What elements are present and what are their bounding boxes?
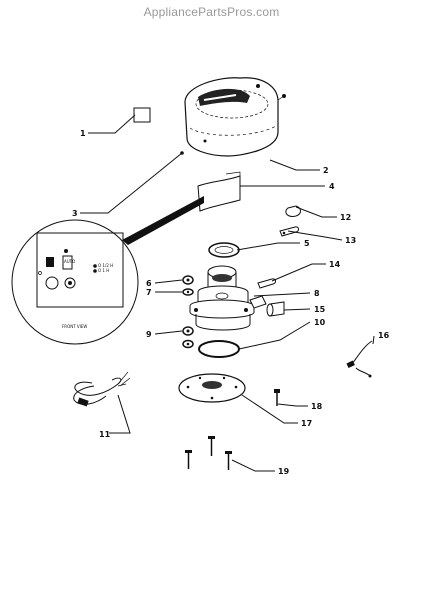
watermark: AppliancePartsPros.com: [143, 5, 280, 19]
callout-labels: 1 2 3 4 5 6 7 8 9 10 11 12 13 14 15 16 1…: [72, 129, 390, 476]
callout-13: 13: [345, 236, 356, 245]
part-10-o-ring: [198, 340, 240, 358]
leader-lines: [80, 114, 375, 472]
part-6-nut: [182, 275, 194, 285]
callout-10: 10: [314, 318, 326, 327]
callout-3: 3: [72, 209, 78, 218]
part-9-nut: [182, 326, 194, 349]
callout-1: 1: [80, 129, 86, 138]
callout-18: 18: [311, 402, 323, 411]
callout-6: 6: [146, 279, 152, 288]
part-17-base-plate: [178, 373, 246, 403]
part-14-terminal: [257, 278, 276, 289]
part-2-top-housing: [180, 77, 286, 157]
callout-11: 11: [99, 430, 111, 439]
part-19-screws: [185, 436, 232, 470]
callout-19: 19: [278, 467, 290, 476]
callout-5: 5: [304, 239, 310, 248]
callout-4: 4: [329, 182, 335, 191]
callout-9: 9: [146, 330, 152, 339]
part-15-capacitor: [266, 301, 285, 317]
callout-16: 16: [378, 331, 390, 340]
part-16-switch: [346, 340, 373, 378]
callout-17: 17: [301, 419, 312, 428]
callout-8: 8: [314, 289, 320, 298]
callout-14: 14: [329, 260, 341, 269]
part-7-washer: [182, 288, 194, 296]
part-1-square: [133, 107, 151, 123]
callout-2: 2: [323, 166, 329, 175]
part-18-screw: [274, 389, 280, 406]
panel-caption: FRONT VIEW: [62, 324, 87, 329]
panel-legend-1: O 1/2 H: [98, 263, 113, 268]
panel-legend-2: O 1 H: [98, 268, 109, 273]
part-4-bracket: [122, 171, 241, 245]
callout-15: 15: [314, 305, 326, 314]
part-11-power-cord: [73, 371, 131, 407]
part-5-seal-ring: [208, 242, 240, 258]
callout-12: 12: [340, 213, 351, 222]
control-panel-front-view: [11, 219, 139, 345]
callout-7: 7: [146, 288, 152, 297]
part-8-motor-assembly: [189, 265, 267, 331]
panel-switch-text: AUTO: [64, 259, 75, 264]
